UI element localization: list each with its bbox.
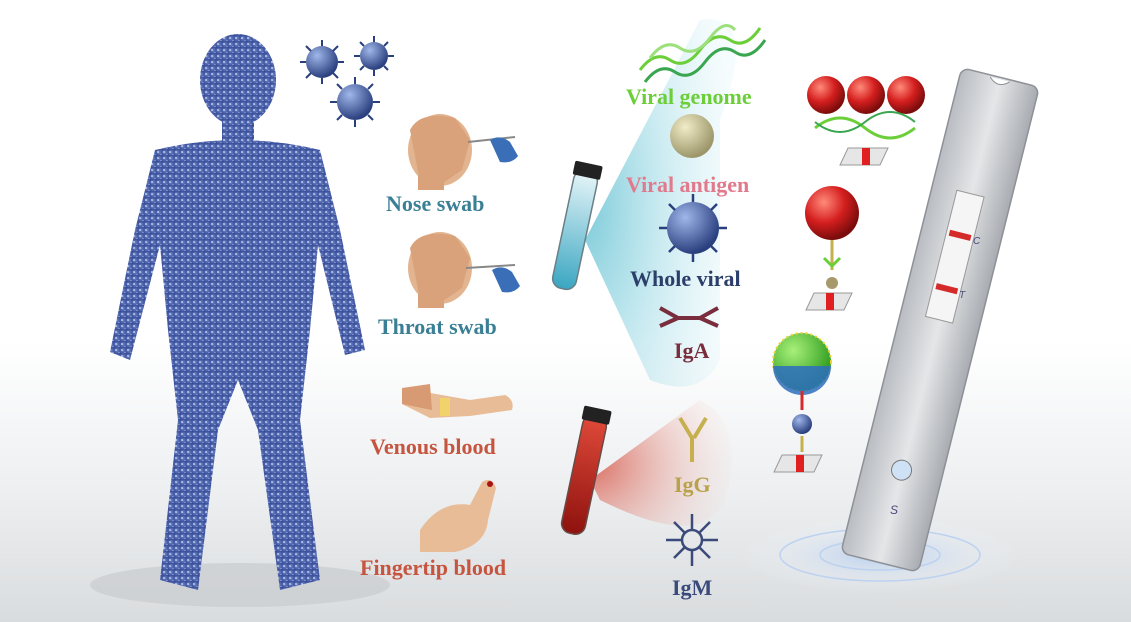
nose-swab-label: Nose swab [386, 191, 484, 217]
igm-label: IgM [672, 575, 712, 601]
lateral-flow-test-strip [841, 68, 1040, 573]
red-analyte-fan [590, 400, 732, 526]
iga-label: IgA [674, 338, 709, 364]
body-shadow [90, 563, 390, 607]
antigen-detection-assay-icon [805, 186, 859, 310]
viral-genome-label: Viral genome [626, 84, 752, 110]
throat-swab-label: Throat swab [378, 314, 497, 340]
nose-swab-head-icon [408, 114, 518, 190]
throat-swab-head-icon [408, 232, 520, 308]
genome-detection-assay-icon [807, 76, 925, 165]
virus-cluster-icon [300, 36, 394, 127]
viral-antigen-icon [670, 114, 714, 158]
venous-blood-arm-icon [402, 384, 513, 418]
teal-analyte-fan [585, 19, 736, 387]
whole-viral-label: Whole viral [630, 266, 741, 292]
control-line-mark: C [973, 236, 980, 247]
test-line-mark: T [959, 290, 965, 301]
sample-well-mark: S [890, 503, 898, 517]
fingertip-blood-label: Fingertip blood [360, 555, 506, 581]
igg-label: IgG [674, 472, 711, 498]
virus-detection-assay-icon [773, 333, 831, 472]
human-body-figure [110, 34, 365, 590]
viral-antigen-label: Viral antigen [626, 172, 749, 198]
venous-blood-label: Venous blood [370, 434, 496, 460]
fingertip-hand-icon [420, 480, 496, 552]
whole-virus-icon [659, 194, 727, 262]
